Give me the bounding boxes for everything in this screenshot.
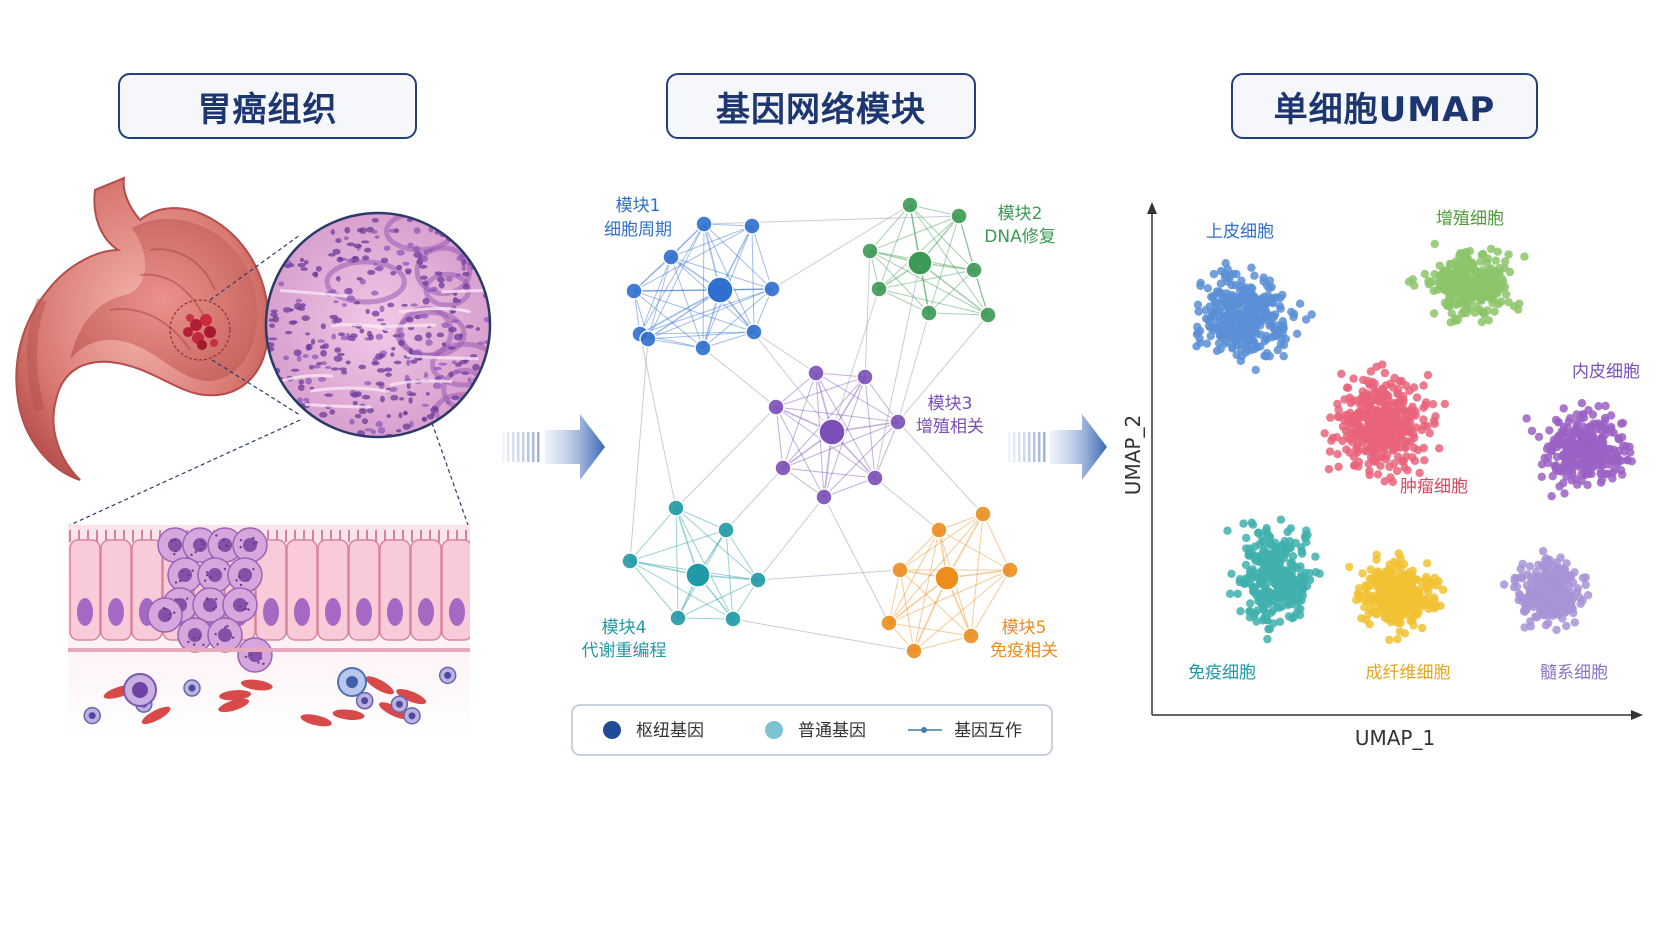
gene-node <box>920 304 938 322</box>
gene-node <box>950 207 968 225</box>
epithelium-illustration <box>68 525 470 740</box>
gene-node <box>815 488 833 506</box>
cluster-label-myeloid: 髓系细胞 <box>1540 663 1608 683</box>
gene-node <box>930 521 948 539</box>
gene-node <box>621 552 639 570</box>
hub-gene-node <box>907 250 933 276</box>
legend-interaction: 基因互作 <box>954 721 1022 741</box>
gene-node <box>889 413 907 431</box>
tissue-title: 胃癌组织 <box>118 73 417 139</box>
gene-node <box>669 609 687 627</box>
gene-node <box>979 306 997 324</box>
cluster-label-tumor: 肿瘤细胞 <box>1400 477 1468 497</box>
legend-hub: 枢纽基因 <box>636 721 704 741</box>
tumor-spot <box>183 314 218 350</box>
network-title: 基因网络模块 <box>666 73 976 139</box>
gene-node <box>767 398 785 416</box>
gene-node <box>861 242 879 260</box>
gene-node <box>667 499 685 517</box>
gene-node <box>965 261 983 279</box>
gene-node <box>1001 561 1019 579</box>
arrow-1 <box>502 414 605 480</box>
module-4-desc: 代谢重编程 <box>582 641 667 661</box>
hub-gene-marker <box>603 721 621 739</box>
gene-node <box>662 248 680 266</box>
gene-node <box>694 339 712 357</box>
gene-node <box>743 217 761 235</box>
network-legend: 枢纽基因 普通基因 基因互作 <box>571 704 1053 756</box>
gene-node <box>870 280 888 298</box>
gene-node <box>962 627 980 645</box>
normal-gene-marker <box>765 721 783 739</box>
module-1-label: 模块1 细胞周期 <box>604 196 672 240</box>
hub-gene-node <box>685 562 711 588</box>
module-5-name: 模块5 <box>1002 618 1047 638</box>
gene-node <box>774 459 792 477</box>
gene-node <box>866 469 884 487</box>
module-2-name: 模块2 <box>998 204 1043 224</box>
module-1-desc: 细胞周期 <box>604 220 672 240</box>
module-2-label: 模块2 DNA修复 <box>984 204 1055 247</box>
umap-xlabel: UMAP_1 <box>1355 726 1435 750</box>
cluster-label-fibroblast: 成纤维细胞 <box>1366 663 1451 683</box>
module-5-desc: 免疫相关 <box>990 641 1058 661</box>
gene-node <box>745 323 763 341</box>
gene-node <box>856 368 874 386</box>
module-3-label: 模块3 增殖相关 <box>916 394 984 437</box>
hub-gene-node <box>934 565 960 591</box>
stomach-illustration <box>15 176 301 481</box>
gene-node <box>763 280 781 298</box>
gene-node <box>749 571 767 589</box>
module-5-label: 模块5 免疫相关 <box>990 618 1058 661</box>
umap-title: 单细胞UMAP <box>1231 73 1538 139</box>
gene-node <box>974 505 992 523</box>
gene-node <box>901 196 919 214</box>
gene-node <box>880 614 898 632</box>
gene-node <box>695 215 713 233</box>
module-3-name: 模块3 <box>928 394 973 414</box>
cluster-label-epithelial: 上皮细胞 <box>1206 222 1274 242</box>
gene-node <box>639 330 657 348</box>
gene-node <box>717 521 735 539</box>
hub-gene-node <box>706 276 734 304</box>
cluster-label-endothelial: 内皮细胞 <box>1572 362 1640 382</box>
cluster-label-immune: 免疫细胞 <box>1188 663 1256 683</box>
umap-ylabel: UMAP_2 <box>1121 415 1145 495</box>
module-3-desc: 增殖相关 <box>916 417 984 437</box>
module-1-name: 模块1 <box>616 196 661 216</box>
gene-node <box>724 610 742 628</box>
module-4-label: 模块4 代谢重编程 <box>582 618 667 661</box>
module-2-desc: DNA修复 <box>984 227 1055 247</box>
arrow-2 <box>1008 414 1107 480</box>
cluster-label-proliferating: 增殖细胞 <box>1436 209 1504 229</box>
umap-points <box>1192 239 1637 645</box>
gene-node <box>891 561 909 579</box>
umap-axes: UMAP_1 UMAP_2 <box>1121 202 1643 750</box>
hub-gene-node <box>818 418 846 446</box>
legend-normal: 普通基因 <box>798 721 866 741</box>
gene-node <box>807 364 825 382</box>
gene-node <box>905 642 923 660</box>
gene-node <box>625 282 643 300</box>
module-4-name: 模块4 <box>602 618 647 638</box>
network-nodes <box>621 196 1019 660</box>
